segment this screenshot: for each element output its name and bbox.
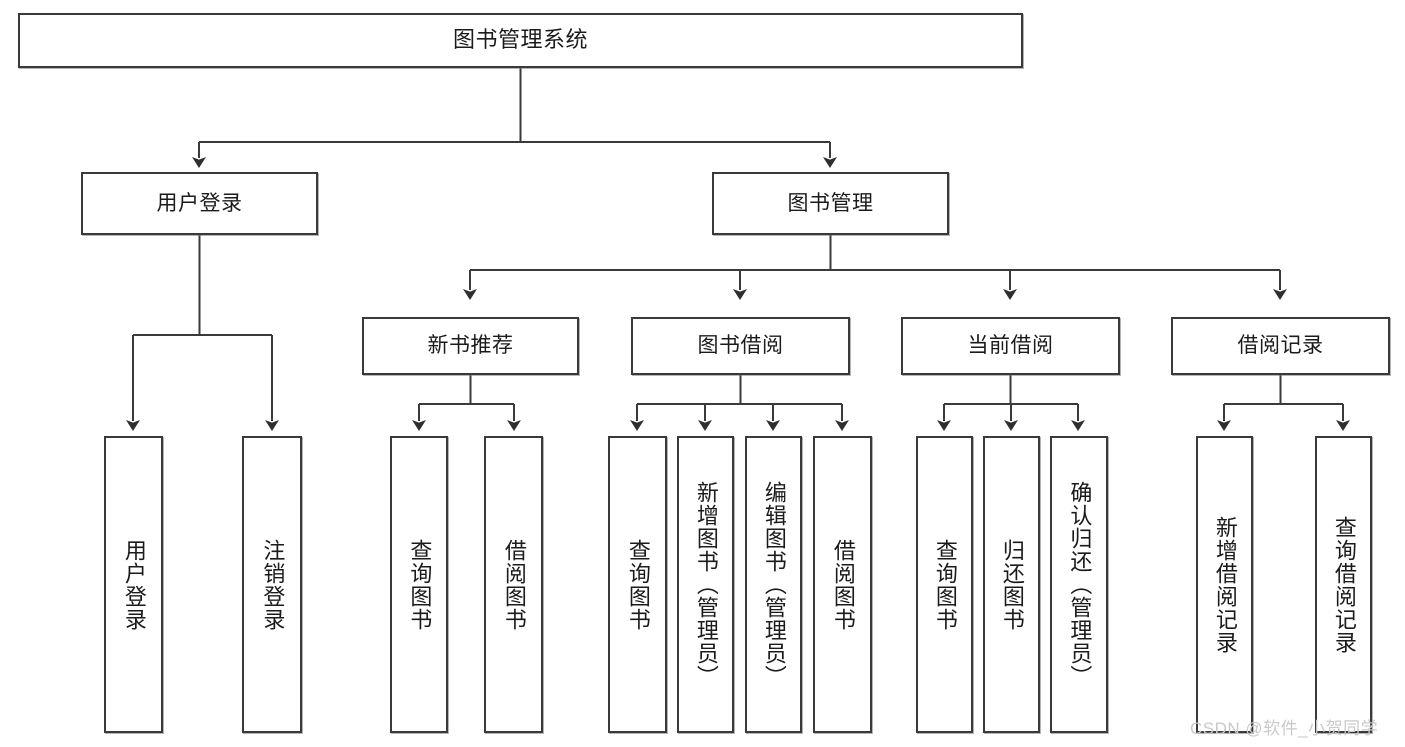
node-user-login[interactable]: 用户登录 <box>81 172 318 235</box>
node-new-book-recommend[interactable]: 新书推荐 <box>362 317 579 375</box>
node-label: 用户登录 <box>156 191 243 215</box>
node-label: 借阅图书 <box>830 538 856 631</box>
node-label: 当前借阅 <box>967 334 1054 358</box>
node-label: 用户登录 <box>121 538 147 631</box>
leaf-borrow-book-2[interactable]: 借阅图书 <box>813 436 872 733</box>
leaf-query-book-3[interactable]: 查询图书 <box>916 436 973 733</box>
node-label: 查询图书 <box>625 538 651 631</box>
node-label: 归还图书 <box>999 538 1025 631</box>
leaf-return-book[interactable]: 归还图书 <box>983 436 1040 733</box>
node-book-borrow[interactable]: 图书借阅 <box>631 317 850 375</box>
leaf-edit-book[interactable]: 编辑图书（管理员） <box>745 436 802 733</box>
node-label: 注销登录 <box>260 538 286 631</box>
leaf-add-book[interactable]: 新增图书（管理员） <box>677 436 734 733</box>
node-label: 新书推荐 <box>427 334 514 358</box>
leaf-query-book-2[interactable]: 查询图书 <box>608 436 667 733</box>
node-root-system[interactable]: 图书管理系统 <box>18 13 1023 68</box>
node-label: 图书借阅 <box>697 334 784 358</box>
node-label: 查询图书 <box>407 538 433 631</box>
node-label: 新增图书（管理员） <box>693 481 719 688</box>
node-label: 图书管理系统 <box>452 27 588 53</box>
leaf-query-book-1[interactable]: 查询图书 <box>390 436 448 733</box>
node-label: 借阅图书 <box>501 538 527 631</box>
leaf-confirm-return[interactable]: 确认归还（管理员） <box>1050 436 1108 733</box>
leaf-query-record[interactable]: 查询借阅记录 <box>1315 436 1372 733</box>
node-borrow-record[interactable]: 借阅记录 <box>1171 317 1390 375</box>
node-label: 借阅记录 <box>1237 334 1324 358</box>
node-label: 编辑图书（管理员） <box>761 481 787 688</box>
node-current-borrow[interactable]: 当前借阅 <box>901 317 1120 375</box>
node-label: 查询借阅记录 <box>1331 515 1357 654</box>
csdn-watermark: CSDN @软件_小贺同学 <box>1190 719 1379 738</box>
node-label: 新增借阅记录 <box>1212 515 1238 654</box>
leaf-logout[interactable]: 注销登录 <box>242 436 302 733</box>
node-book-management[interactable]: 图书管理 <box>712 172 949 235</box>
leaf-user-login[interactable]: 用户登录 <box>104 436 163 733</box>
node-label: 图书管理 <box>787 191 874 215</box>
node-label: 确认归还（管理员） <box>1067 481 1093 688</box>
leaf-add-record[interactable]: 新增借阅记录 <box>1196 436 1253 733</box>
leaf-borrow-book-1[interactable]: 借阅图书 <box>484 436 543 733</box>
node-label: 查询图书 <box>932 538 958 631</box>
